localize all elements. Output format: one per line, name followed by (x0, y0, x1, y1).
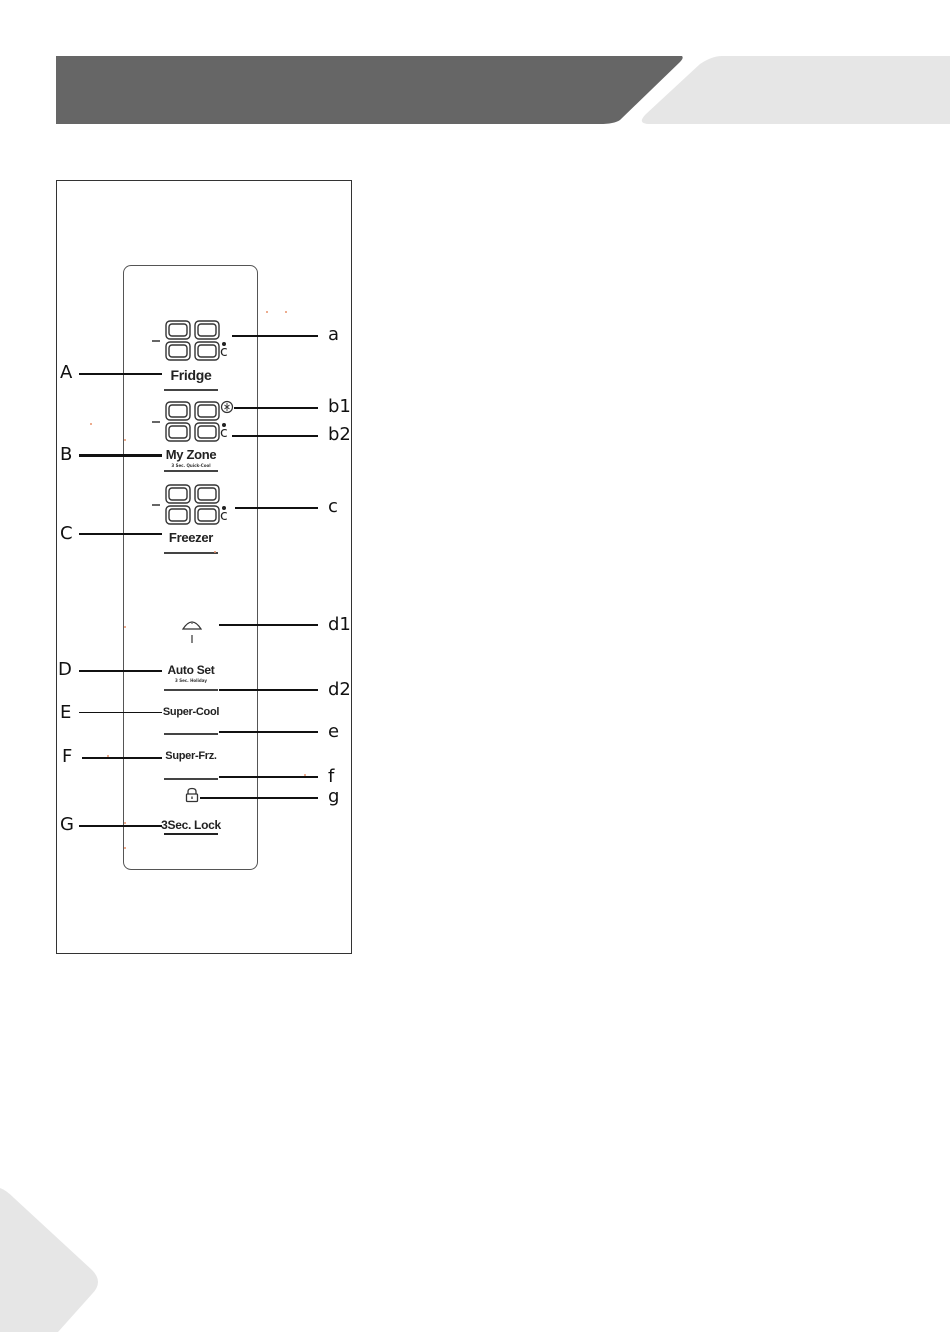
lock-button[interactable]: 3Sec. Lock (161, 818, 221, 832)
auto-set-sublabel: 3 Sec. Holiday (175, 678, 207, 683)
scan-speck (124, 822, 126, 824)
callout-B: B (60, 446, 72, 464)
leader-line-b2 (232, 435, 318, 437)
scan-speck (285, 311, 287, 313)
leader-line-f (219, 776, 318, 778)
callout-D: D (58, 661, 72, 679)
freezer-underline (164, 552, 218, 554)
leader-line-A (79, 373, 162, 375)
callout-F: F (62, 748, 72, 766)
scan-speck (124, 847, 126, 849)
callout-f: f (328, 768, 334, 786)
fridge-underline (164, 389, 218, 391)
callout-g: g (328, 788, 339, 806)
leader-line-g (200, 797, 318, 799)
leader-line-a (232, 335, 318, 337)
auto-set-underline (164, 689, 218, 691)
myzone-button[interactable]: My Zone (166, 447, 217, 462)
scan-speck (124, 439, 126, 441)
fridge-button[interactable]: Fridge (171, 367, 212, 383)
myzone-degree-symbol: c (220, 425, 228, 441)
super-cool-underline (164, 733, 218, 735)
leader-line-d2 (219, 689, 318, 691)
callout-A: A (60, 364, 72, 382)
leader-line-D (79, 670, 162, 672)
super-frz-button[interactable]: Super-Frz. (165, 750, 216, 762)
callout-E: E (60, 704, 71, 722)
leader-line-e (219, 731, 318, 733)
callout-b2: b2 (328, 426, 351, 444)
quick-cool-icon (220, 400, 234, 414)
auto-set-button[interactable]: Auto Set (168, 663, 215, 677)
leader-line-d1 (219, 624, 318, 626)
lock-icon (184, 787, 200, 803)
super-frz-underline (164, 778, 218, 780)
leader-line-c (235, 507, 318, 509)
leader-line-b1 (234, 407, 318, 409)
scan-speck (90, 423, 92, 425)
freezer-button[interactable]: Freezer (169, 530, 213, 545)
myzone-sublabel: 3 Sec. Quick-Cool (171, 463, 210, 468)
scan-speck (124, 626, 126, 628)
fridge-temp-display (150, 318, 230, 364)
header-banner (0, 0, 950, 130)
scan-speck (214, 551, 216, 553)
scan-speck (107, 755, 109, 757)
header-bar (56, 56, 683, 124)
umbrella-icon (181, 617, 203, 645)
leader-line-F (82, 757, 162, 759)
leader-line-B (79, 454, 162, 457)
myzone-underline (164, 470, 218, 472)
scan-speck (266, 311, 268, 313)
super-cool-button[interactable]: Super-Cool (163, 706, 219, 718)
leader-line-E (79, 712, 162, 713)
callout-C: C (60, 525, 73, 543)
callout-G: G (60, 816, 74, 834)
freezer-degree-symbol: c (220, 508, 228, 524)
header-tab (642, 56, 950, 124)
callout-e: e (328, 723, 339, 741)
callout-c: c (328, 498, 338, 516)
callout-b1: b1 (328, 398, 351, 416)
scan-speck (304, 774, 306, 776)
callout-d2: d2 (328, 681, 351, 699)
leader-line-C (79, 533, 162, 535)
corner-decoration (0, 1180, 120, 1332)
myzone-temp-display (150, 399, 230, 445)
callout-a: a (328, 326, 339, 344)
lock-underline (164, 833, 218, 835)
callout-d1: d1 (328, 616, 351, 634)
fridge-degree-symbol: c (220, 344, 228, 360)
leader-line-G (79, 825, 162, 827)
freezer-temp-display (150, 482, 230, 528)
